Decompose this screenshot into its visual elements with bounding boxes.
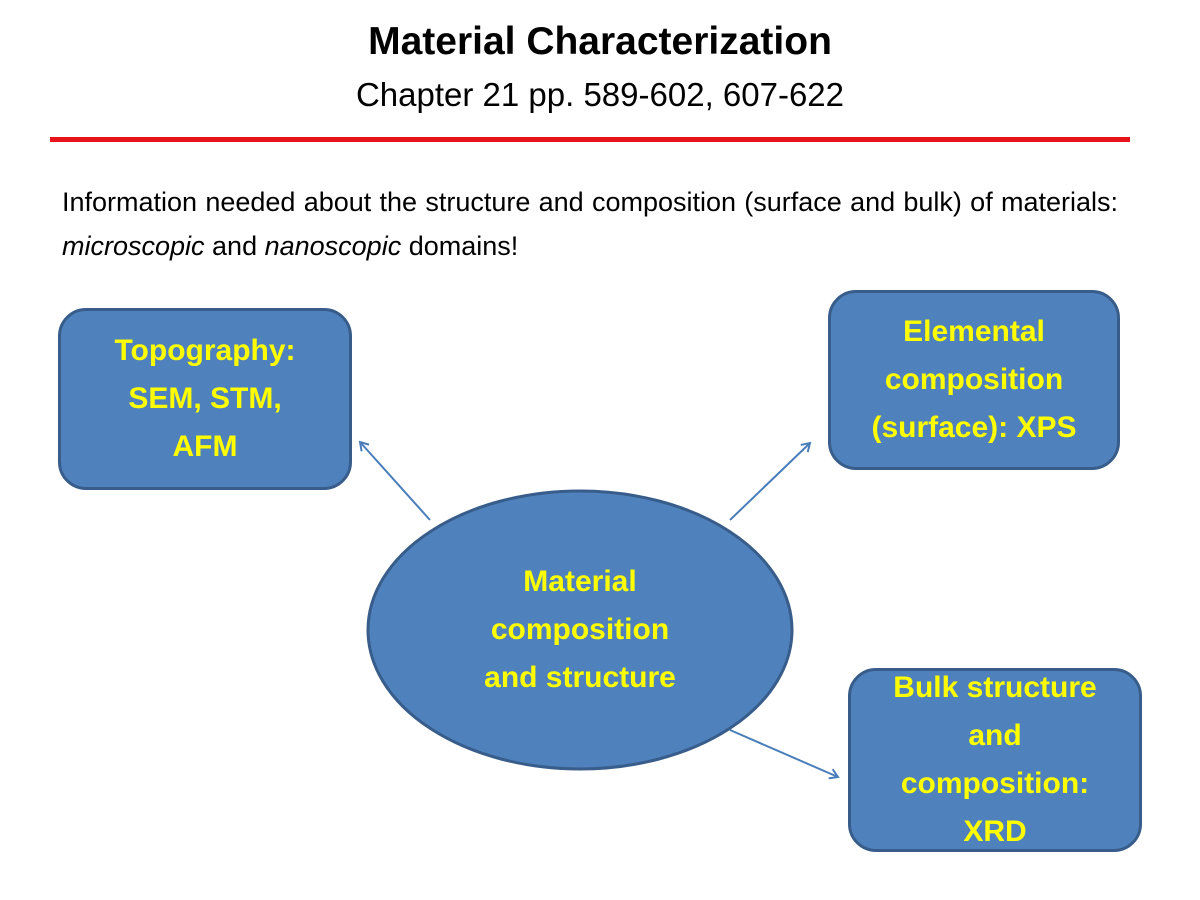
arrow-to-bulk	[729, 729, 840, 780]
topography-box: Topography: SEM, STM, AFM	[58, 308, 352, 490]
box-line: (surface): XPS	[871, 411, 1077, 444]
intro-text: and	[204, 231, 265, 261]
box-line: composition	[884, 363, 1064, 396]
title-divider	[50, 137, 1130, 142]
box-line: composition:	[900, 767, 1090, 800]
arrow-to-topography	[358, 440, 431, 521]
center-line: composition	[490, 613, 670, 646]
box-line: Elemental	[903, 315, 1045, 348]
box-line: AFM	[172, 430, 238, 463]
box-line: Bulk structure	[893, 671, 1097, 704]
intro-text: Information needed about the structure a…	[62, 187, 1118, 217]
bulk-box: Bulk structure and composition: XRD	[848, 668, 1142, 852]
arrow-to-elemental	[729, 441, 812, 521]
box-line: Topography:	[114, 334, 296, 367]
center-ellipse	[366, 489, 794, 771]
elemental-box: Elemental composition (surface): XPS	[828, 290, 1120, 470]
intro-text: domains!	[401, 231, 519, 261]
intro-emphasis-nanoscopic: nanoscopic	[264, 231, 402, 261]
center-label: Material composition and structure	[400, 550, 760, 710]
box-line: and	[968, 719, 1022, 752]
center-line: Material	[523, 565, 637, 598]
box-line: SEM, STM,	[128, 382, 282, 415]
center-line: and structure	[484, 661, 676, 694]
intro-paragraph: Information needed about the structure a…	[62, 180, 1118, 268]
box-line: XRD	[963, 815, 1027, 848]
intro-emphasis-microscopic: microscopic	[62, 231, 205, 261]
slide-subtitle: Chapter 21 pp. 589-602, 607-622	[355, 76, 845, 113]
slide-title: Material Characterization	[368, 20, 832, 63]
